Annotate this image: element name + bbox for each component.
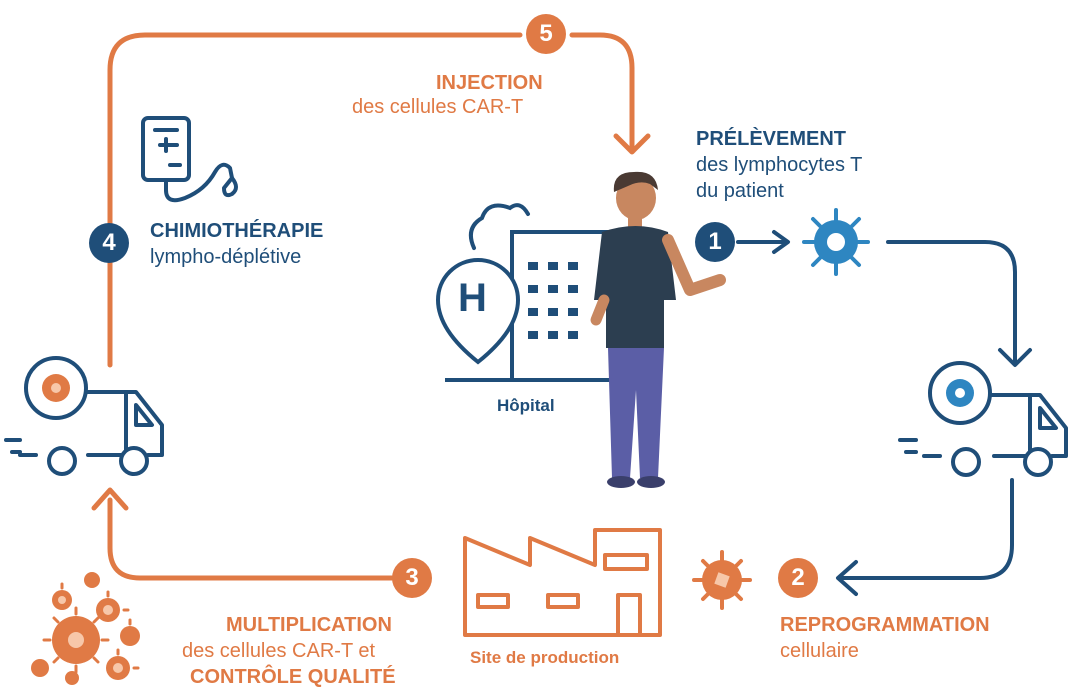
step-2-text: cellulaire — [780, 640, 859, 662]
hospital-sign-letter: H — [458, 276, 487, 320]
truck-icon-left — [4, 356, 164, 476]
step-4-text: lympho-déplétive — [150, 246, 302, 268]
hospital-label: Hôpital — [497, 396, 555, 415]
hospital-building-icon — [435, 203, 640, 382]
blue-path — [736, 230, 1032, 596]
truck-icon-right — [898, 361, 1068, 477]
t-cell-icon — [802, 208, 870, 276]
step-1-title: PRÉLÈVEMENT — [696, 128, 847, 150]
car-t-cell-in-truck-icon — [42, 374, 70, 402]
step-3-text: des cellules CAR-T et — [182, 640, 376, 662]
step-5-badge: 5 — [526, 14, 566, 54]
step-3-badge: 3 — [392, 558, 432, 598]
t-cell-in-truck-icon — [946, 379, 974, 407]
car-t-cell-cluster-icon — [31, 572, 140, 685]
step-2-badge: 2 — [778, 558, 818, 598]
step-5-title: INJECTION — [436, 72, 543, 94]
factory-icon — [463, 528, 662, 637]
step-1-text-line2: du patient — [696, 180, 784, 202]
person-illustration — [590, 171, 726, 488]
iv-bag-icon — [141, 116, 238, 203]
step-4-badge: 4 — [89, 223, 129, 263]
car-t-cell-icon — [692, 550, 752, 610]
orange-cycle-path — [91, 32, 651, 581]
step-3-title2: CONTRÔLE QUALITÉ — [190, 666, 396, 688]
step-4-title: CHIMIOTHÉRAPIE — [150, 220, 324, 242]
step-1-text-line1: des lymphocytes T — [696, 154, 863, 176]
factory-label: Site de production — [470, 648, 620, 667]
step-3-title: MULTIPLICATION — [226, 614, 392, 636]
step-5-text: des cellules CAR-T — [352, 96, 524, 118]
step-1-badge: 1 — [695, 222, 735, 262]
step-2-title: REPROGRAMMATION — [780, 614, 990, 636]
